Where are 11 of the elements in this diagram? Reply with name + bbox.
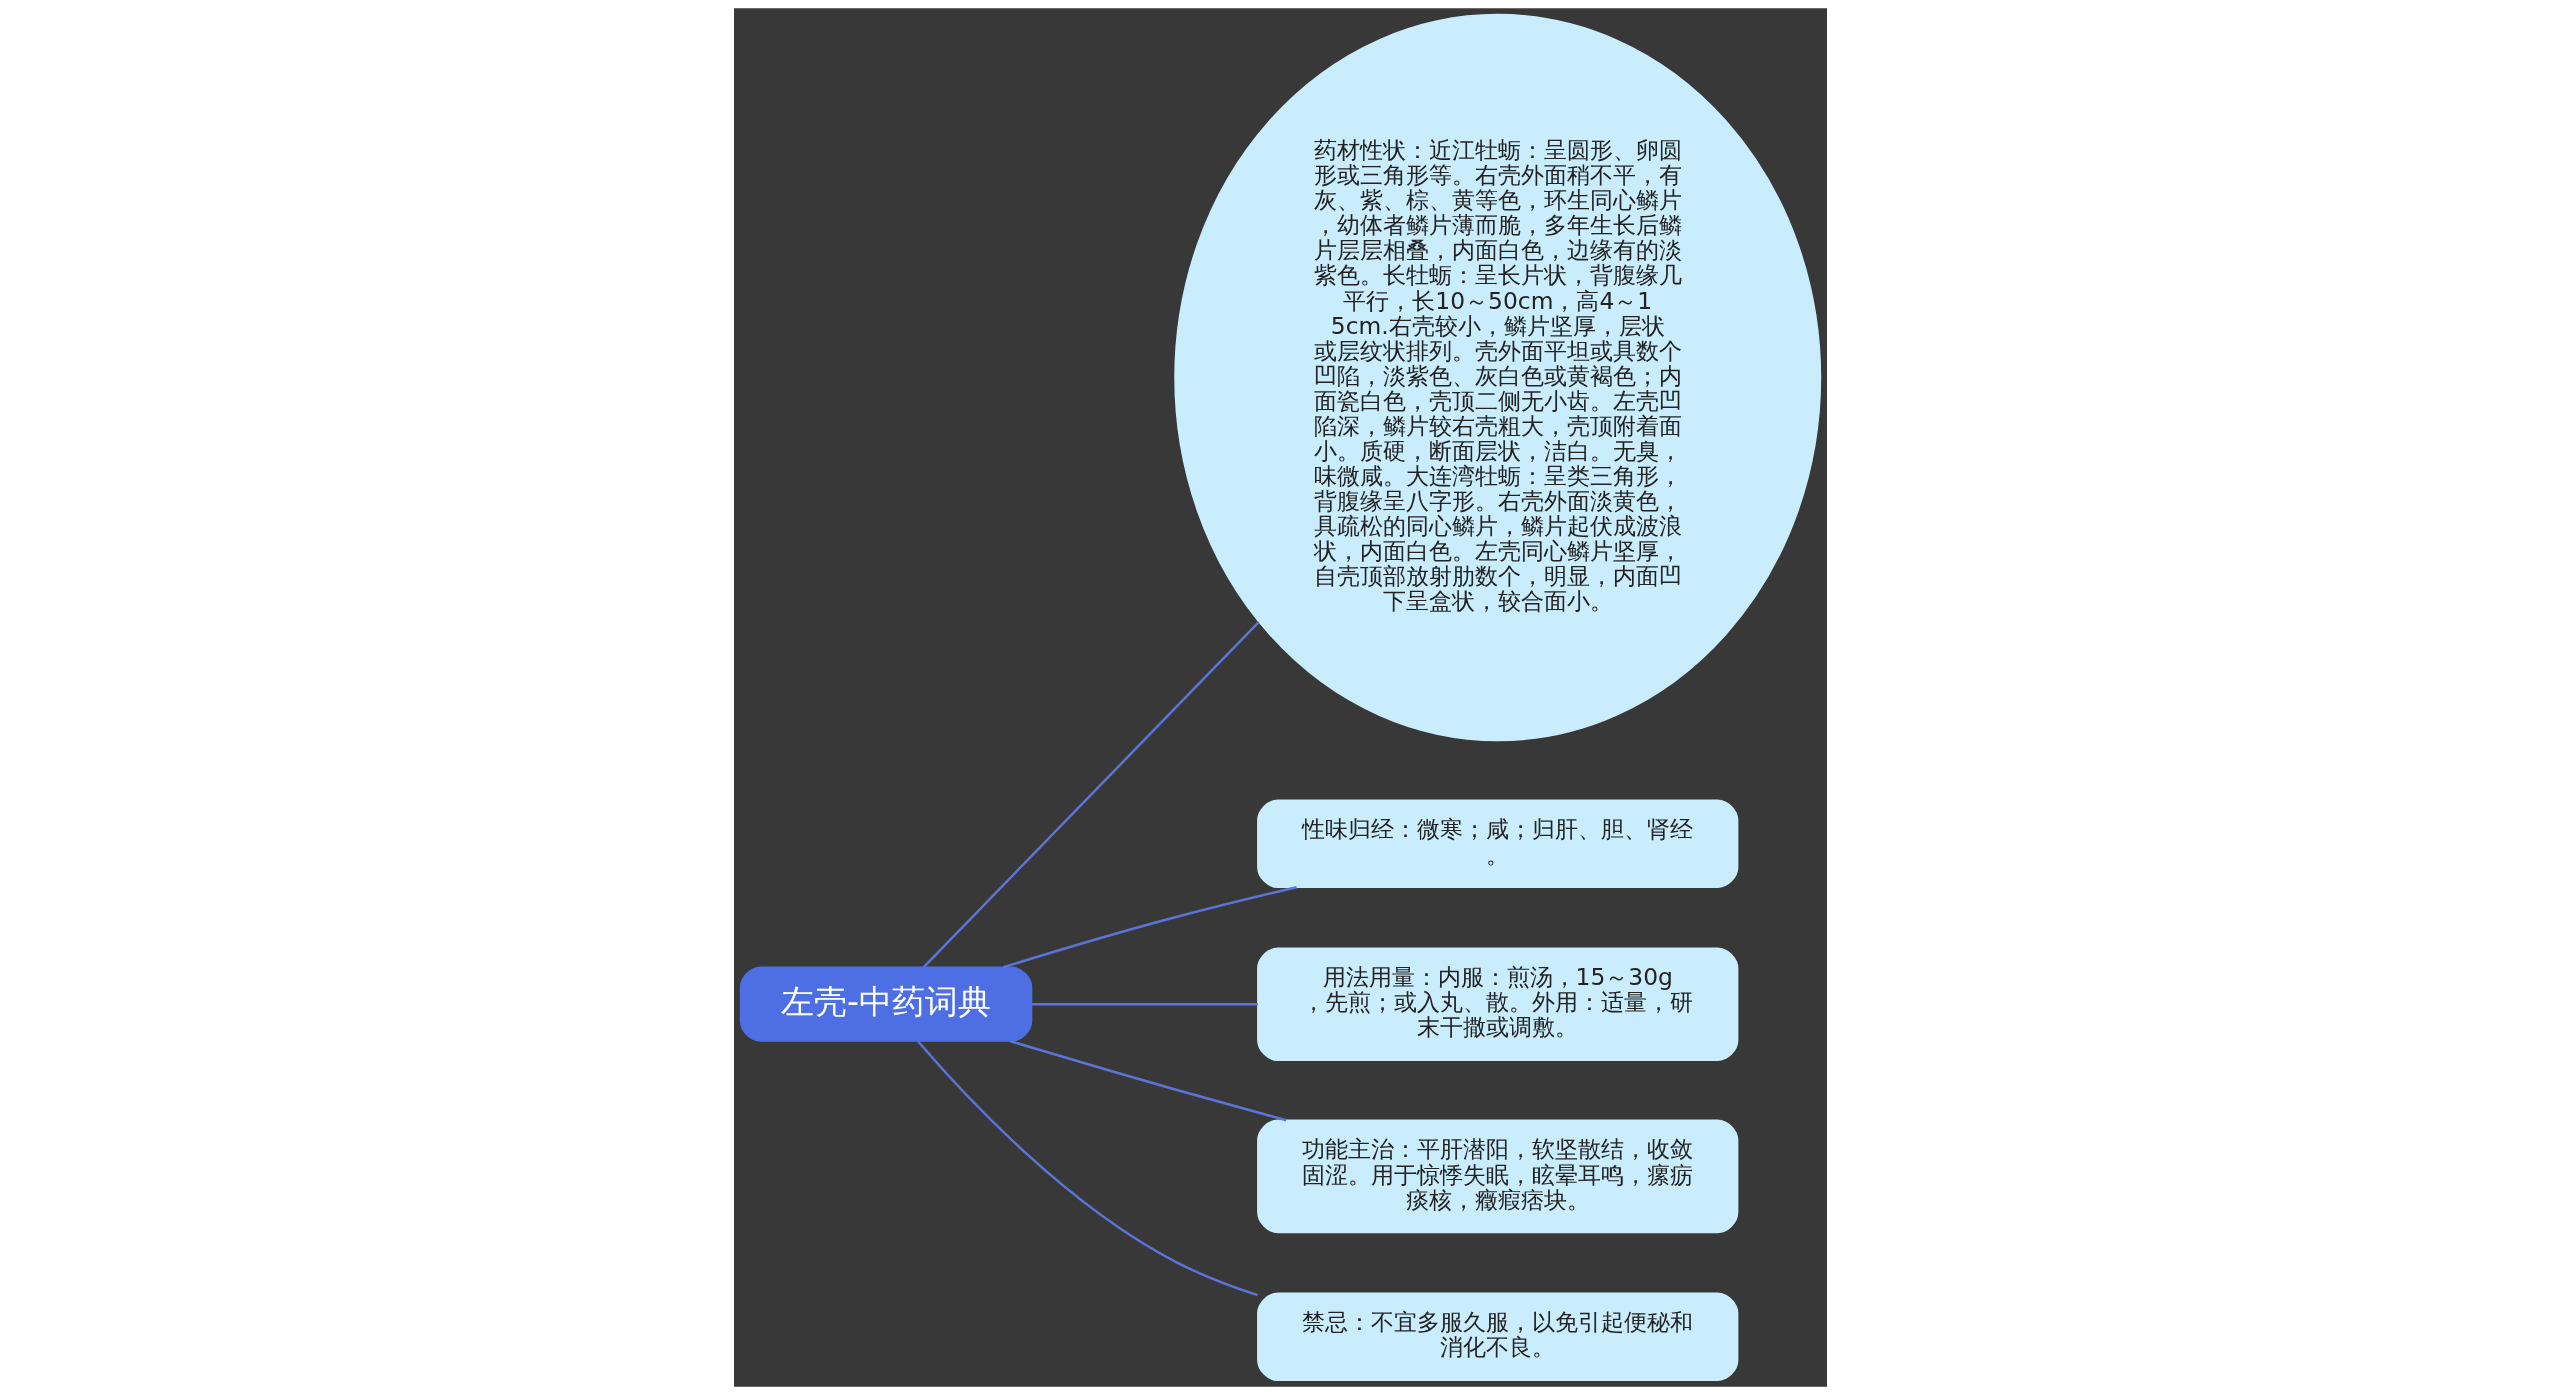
node-box: 性味归经：微寒；咸；归肝、胆、肾经。 — [1256, 799, 1738, 889]
node-ellipse: 药材性状：近江牡蛎：呈圆形、卵圆形或三角形等。右壳外面稍不平，有灰、紫、棕、黄等色，环生同心鳞片，幼体者鳞片薄而脆，多年生长后鳞片层层相叠，内面白色，边缘有的淡紫色。长牡蛎：呈长片状，背腹缘几平行，长10～50cm，高4～15cm.右壳较小，鳞片坚厚，层状或层纹状排列。壳外面平坦或具数个凹陷，淡紫色、灰白色或黄褐色；内面瓷白色，壳顶二侧无小齿。左壳凹陷深，鳞片较右壳粗大，壳顶附着面小。质硬，断面层状，洁白。无臭，味微咸。大连湾牡蛎：呈类三角形，背腹缘呈八字形。右壳外面淡黄色，具疏松的同心鳞片，鳞片起伏成波浪状，内面白色。左壳同心鳞片坚厚，自壳顶部放射肋数个，明显，内面凹下呈盒状，较合面小。 — [1173, 13, 1821, 742]
connector — [1002, 886, 1297, 969]
connector — [1031, 1002, 1258, 1006]
node-box: 左壳-中药词典 — [739, 966, 1032, 1042]
connector — [916, 1040, 1258, 1297]
node-box: 禁忌：不宜多服久服，以免引起便秘和消化不良。 — [1256, 1292, 1738, 1382]
node-box: 功能主治：平肝潜阳，软坚散结，收敛固涩。用于惊悸失眠，眩晕耳鸣，瘰疬痰核，癥瘕痞块。 — [1256, 1119, 1738, 1234]
connector — [1009, 1039, 1286, 1122]
node-box: 用法用量：内服：煎汤，15～30g，先煎；或入丸、散。外用：适量，研末干撒或调敷。 — [1256, 947, 1738, 1061]
connector — [922, 621, 1260, 969]
